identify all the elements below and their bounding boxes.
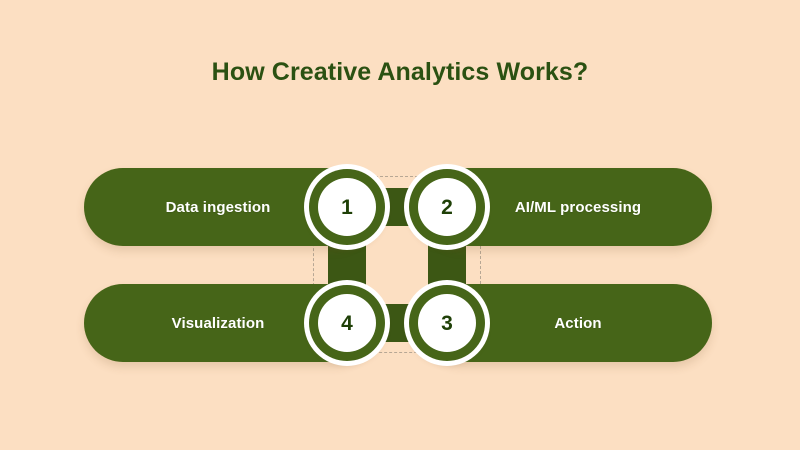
step-number-1: 1 [341,195,353,219]
step-node-4[interactable]: 4 [309,285,385,361]
step-number-4: 4 [341,311,353,335]
step-label-data-ingestion: Data ingestion [165,199,271,216]
step-node-2[interactable]: 2 [409,169,485,245]
step-label-aiml-processing: AI/ML processing [514,199,642,216]
step-label-visualization: Visualization [171,315,265,332]
step-node-3[interactable]: 3 [409,285,485,361]
step-node-4-inner: 4 [318,294,376,352]
step-label-action: Action [554,315,602,332]
step-node-1[interactable]: 1 [309,169,385,245]
step-node-1-inner: 1 [318,178,376,236]
dashed-guide-rectangle [313,176,481,353]
step-number-3: 3 [441,311,453,335]
step-node-2-inner: 2 [418,178,476,236]
page-title: How Creative Analytics Works? [211,58,589,86]
step-node-3-inner: 3 [418,294,476,352]
step-number-2: 2 [441,195,453,219]
